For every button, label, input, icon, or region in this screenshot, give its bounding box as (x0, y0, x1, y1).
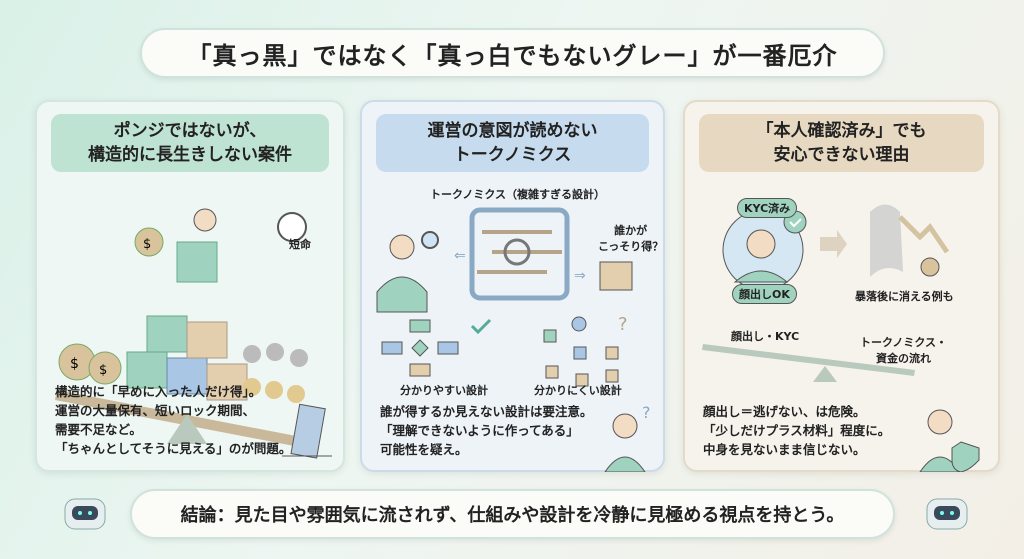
conclusion-banner: 結論：見た目や雰囲気に流されず、仕組みや設計を冷静に見極める視点を持とう。 (130, 489, 895, 539)
label-face-kyc: 顔出し・KYC (731, 330, 800, 343)
label-maze: トークノミクス（複雑すぎる設計） (430, 188, 606, 201)
badge-kyc-done: KYC済み (737, 198, 798, 218)
badge-face-ok: 顔出しOK (732, 284, 797, 304)
svg-text:⇐: ⇐ (454, 248, 466, 264)
robot-icon-right (926, 498, 968, 530)
kyc-illustration (702, 204, 950, 382)
label-hidden-gain: 誰かがこっそり得？ (598, 224, 664, 253)
svg-text:$: $ (70, 356, 79, 372)
svg-text:?: ? (642, 403, 651, 422)
label-tokenomics-funds: トークノミクス・資金の流れ (860, 336, 948, 365)
label-short-lived: 短命 (289, 238, 311, 251)
svg-text:$: $ (99, 363, 107, 378)
svg-text:⇒: ⇒ (574, 268, 586, 284)
label-vanish: 暴落後に消える例も (855, 290, 954, 303)
seesaw-illustration: $ $ $ (55, 208, 317, 450)
robot-icon-left (64, 498, 106, 530)
page-title: 「真っ黒」ではなく「真っ白でもないグレー」が一番厄介 (140, 28, 885, 78)
card-heading: 「本人確認済み」でも 安心できない理由 (699, 114, 984, 172)
thinking-person-icon: ? (604, 403, 651, 472)
card-heading: 運営の意図が読めない トークノミクス (376, 114, 649, 172)
card-heading: ポンジではないが、 構造的に長生きしない案件 (51, 114, 329, 172)
svg-text:$: $ (143, 237, 151, 252)
label-simple-design: 分かりやすい設計 (400, 384, 488, 397)
label-complex-design: 分かりにくい設計 (534, 384, 622, 397)
tokenomics-maze-illustration: ⇐ ⇒ ? (376, 207, 633, 387)
card-kyc-not-safe: 「本人確認済み」でも 安心できない理由 KYC済み 顔出しOK 暴落後に消える例… (683, 100, 1000, 472)
person-shield-icon (919, 409, 980, 472)
collapsing-building-icon (282, 403, 332, 459)
svg-text:?: ? (618, 314, 628, 335)
card-short-lived-project: ポンジではないが、 構造的に長生きしない案件 $ $ $ 短命 構造的に「早めに… (35, 100, 345, 472)
card-tokenomics: 運営の意図が読めない トークノミクス トークノミクス（複雑すぎる設計） ⇐ ⇒ ?… (360, 100, 665, 472)
